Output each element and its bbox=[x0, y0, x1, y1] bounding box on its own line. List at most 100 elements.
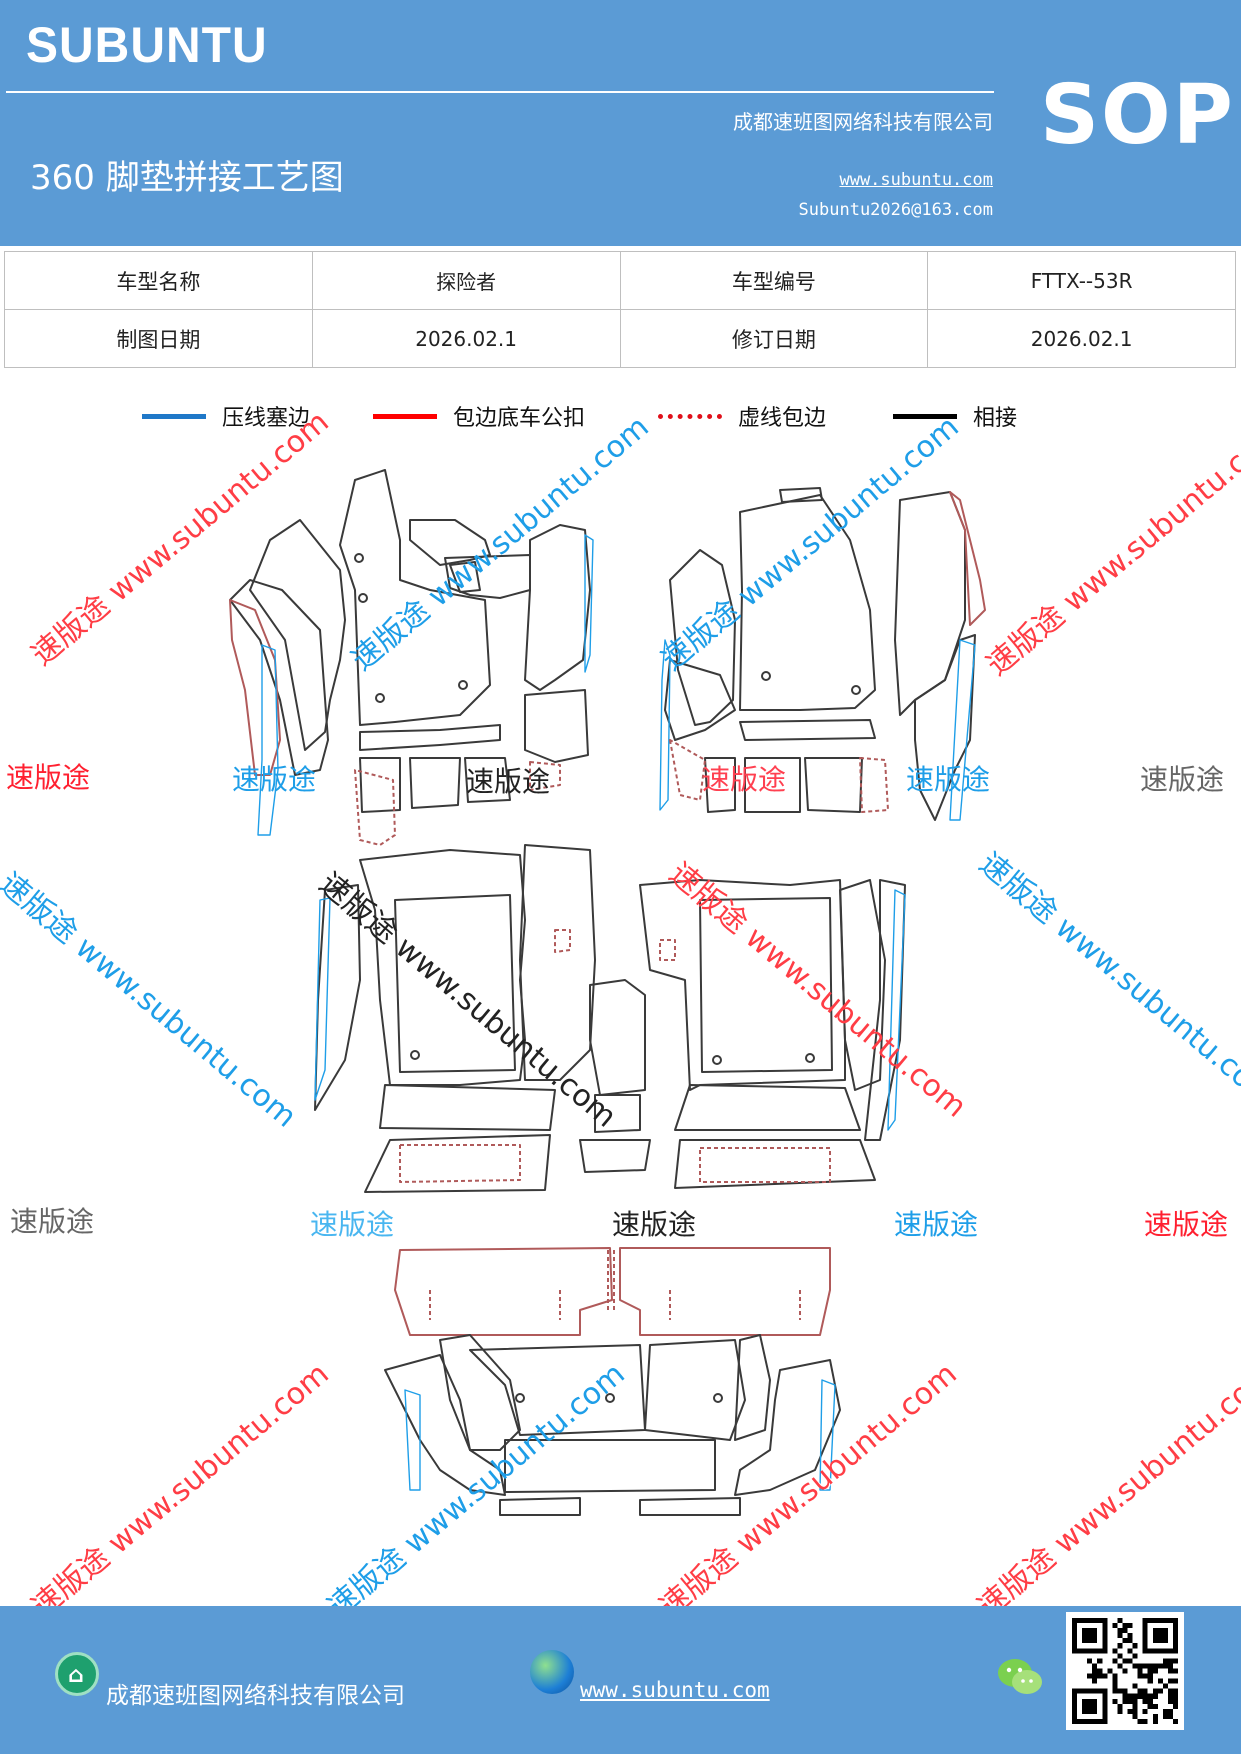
footer-website-link[interactable]: www.subuntu.com bbox=[580, 1678, 770, 1702]
mat-piece bbox=[359, 757, 401, 813]
mat-piece bbox=[524, 689, 589, 763]
mat-piece bbox=[384, 1354, 506, 1496]
mat-hole bbox=[761, 671, 771, 681]
mat-piece bbox=[669, 739, 706, 801]
mat-piece bbox=[734, 1334, 771, 1441]
info-label-cell: 制图日期 bbox=[4, 309, 313, 368]
header-company-name: 成都速班图网络科技有限公司 bbox=[733, 110, 993, 134]
mat-piece bbox=[359, 849, 526, 1086]
legend-swatch-black bbox=[893, 413, 957, 419]
header-divider bbox=[6, 91, 994, 93]
floor-mat-pattern-diagram bbox=[229, 469, 986, 1516]
mat-piece bbox=[394, 1247, 613, 1336]
mat-piece bbox=[229, 599, 281, 776]
mat-piece bbox=[249, 519, 346, 751]
info-label-cell: 修订日期 bbox=[619, 309, 929, 368]
globe-icon bbox=[530, 1650, 574, 1694]
legend-label: 相接 bbox=[973, 406, 1018, 431]
mat-piece bbox=[314, 897, 331, 1101]
legend-item-dotted-edge: 虚线包边 bbox=[658, 400, 826, 432]
mat-piece bbox=[409, 757, 461, 809]
legend-swatch-blue bbox=[142, 413, 206, 419]
mat-piece bbox=[394, 894, 516, 1073]
mat-piece bbox=[554, 929, 571, 953]
legend-item-bottom-buckle: 包边底车公扣 bbox=[373, 400, 585, 432]
mat-piece bbox=[339, 469, 491, 726]
mat-hole bbox=[515, 1393, 525, 1403]
mat-piece bbox=[584, 534, 594, 673]
mat-piece bbox=[674, 1084, 861, 1131]
mat-piece bbox=[739, 719, 876, 741]
mat-piece bbox=[619, 1247, 831, 1336]
mat-hole bbox=[354, 553, 364, 563]
mat-piece bbox=[739, 494, 876, 711]
mat-piece bbox=[659, 639, 671, 811]
mat-hole bbox=[605, 1393, 615, 1403]
rear-mat-group bbox=[384, 1247, 841, 1516]
mat-piece bbox=[449, 561, 481, 593]
mat-piece bbox=[359, 724, 501, 751]
front-left-mat-group bbox=[229, 469, 594, 846]
mat-piece bbox=[314, 884, 361, 1111]
mat-piece bbox=[699, 1147, 831, 1183]
home-badge-icon: ⌂ bbox=[55, 1652, 99, 1696]
mat-piece bbox=[589, 979, 646, 1096]
wechat-icon bbox=[998, 1659, 1042, 1694]
mat-piece bbox=[504, 1439, 716, 1493]
mat-piece bbox=[257, 644, 279, 836]
mat-piece bbox=[229, 579, 329, 776]
mat-hole bbox=[805, 1053, 815, 1063]
mat-piece bbox=[949, 491, 986, 626]
mat-piece bbox=[639, 1497, 741, 1516]
mat-hole bbox=[712, 1055, 722, 1065]
qr-code-pattern bbox=[1072, 1618, 1178, 1724]
header-website-link[interactable]: www.subuntu.com bbox=[839, 170, 993, 190]
legend-item-joint: 相接 bbox=[893, 400, 1017, 432]
footer-company-name: 成都速班图网络科技有限公司 bbox=[106, 1683, 405, 1709]
mat-hole bbox=[358, 593, 368, 603]
mat-hole bbox=[713, 1393, 723, 1403]
legend-label: 虚线包边 bbox=[738, 406, 827, 431]
info-label-cell: 车型编号 bbox=[619, 251, 929, 310]
mat-hole bbox=[458, 680, 468, 690]
info-value-cell: 探险者 bbox=[311, 251, 621, 310]
legend-label: 包边底车公扣 bbox=[453, 406, 586, 431]
mat-piece bbox=[669, 549, 736, 726]
mat-piece bbox=[704, 757, 736, 813]
legend-swatch-red bbox=[373, 413, 437, 419]
mat-piece bbox=[664, 659, 736, 741]
mat-piece bbox=[779, 487, 823, 503]
mat-piece bbox=[914, 634, 976, 821]
mat-piece bbox=[579, 1139, 651, 1173]
mat-piece bbox=[804, 757, 863, 813]
mat-piece bbox=[499, 1497, 581, 1516]
front-right-mat-group bbox=[659, 487, 986, 821]
mat-piece bbox=[699, 897, 833, 1073]
legend-swatch-red-dotted bbox=[658, 413, 722, 419]
footer-banner: ⌂ 成都速班图网络科技有限公司 www.subuntu.com bbox=[0, 1606, 1241, 1754]
mat-hole bbox=[410, 1050, 420, 1060]
mat-piece bbox=[529, 761, 561, 791]
mat-piece bbox=[364, 1134, 551, 1193]
mat-piece bbox=[519, 844, 596, 1081]
mat-piece bbox=[404, 1389, 421, 1491]
info-label-cell: 车型名称 bbox=[4, 251, 313, 310]
sop-label: SOP bbox=[1040, 68, 1235, 163]
info-value-cell: 2026.02.1 bbox=[311, 309, 621, 368]
mat-piece bbox=[674, 1139, 876, 1189]
line-legend: 压线塞边 包边底车公扣 虚线包边 相接 bbox=[0, 400, 1241, 440]
mat-piece bbox=[594, 1094, 641, 1133]
mat-piece bbox=[744, 757, 801, 813]
mat-piece bbox=[894, 491, 966, 716]
mat-piece bbox=[839, 879, 886, 1091]
info-value-cell: FTTX--53R bbox=[927, 251, 1236, 310]
mat-piece bbox=[819, 1379, 836, 1491]
mat-piece bbox=[464, 757, 511, 803]
mat-piece bbox=[864, 879, 906, 1141]
header-banner: SUBUNTU 成都速班图网络科技有限公司 SOP 360 脚垫拼接工艺图 ww… bbox=[0, 0, 1241, 246]
mat-hole bbox=[375, 693, 385, 703]
mat-piece bbox=[949, 639, 976, 821]
legend-item-press-line: 压线塞边 bbox=[142, 400, 310, 432]
